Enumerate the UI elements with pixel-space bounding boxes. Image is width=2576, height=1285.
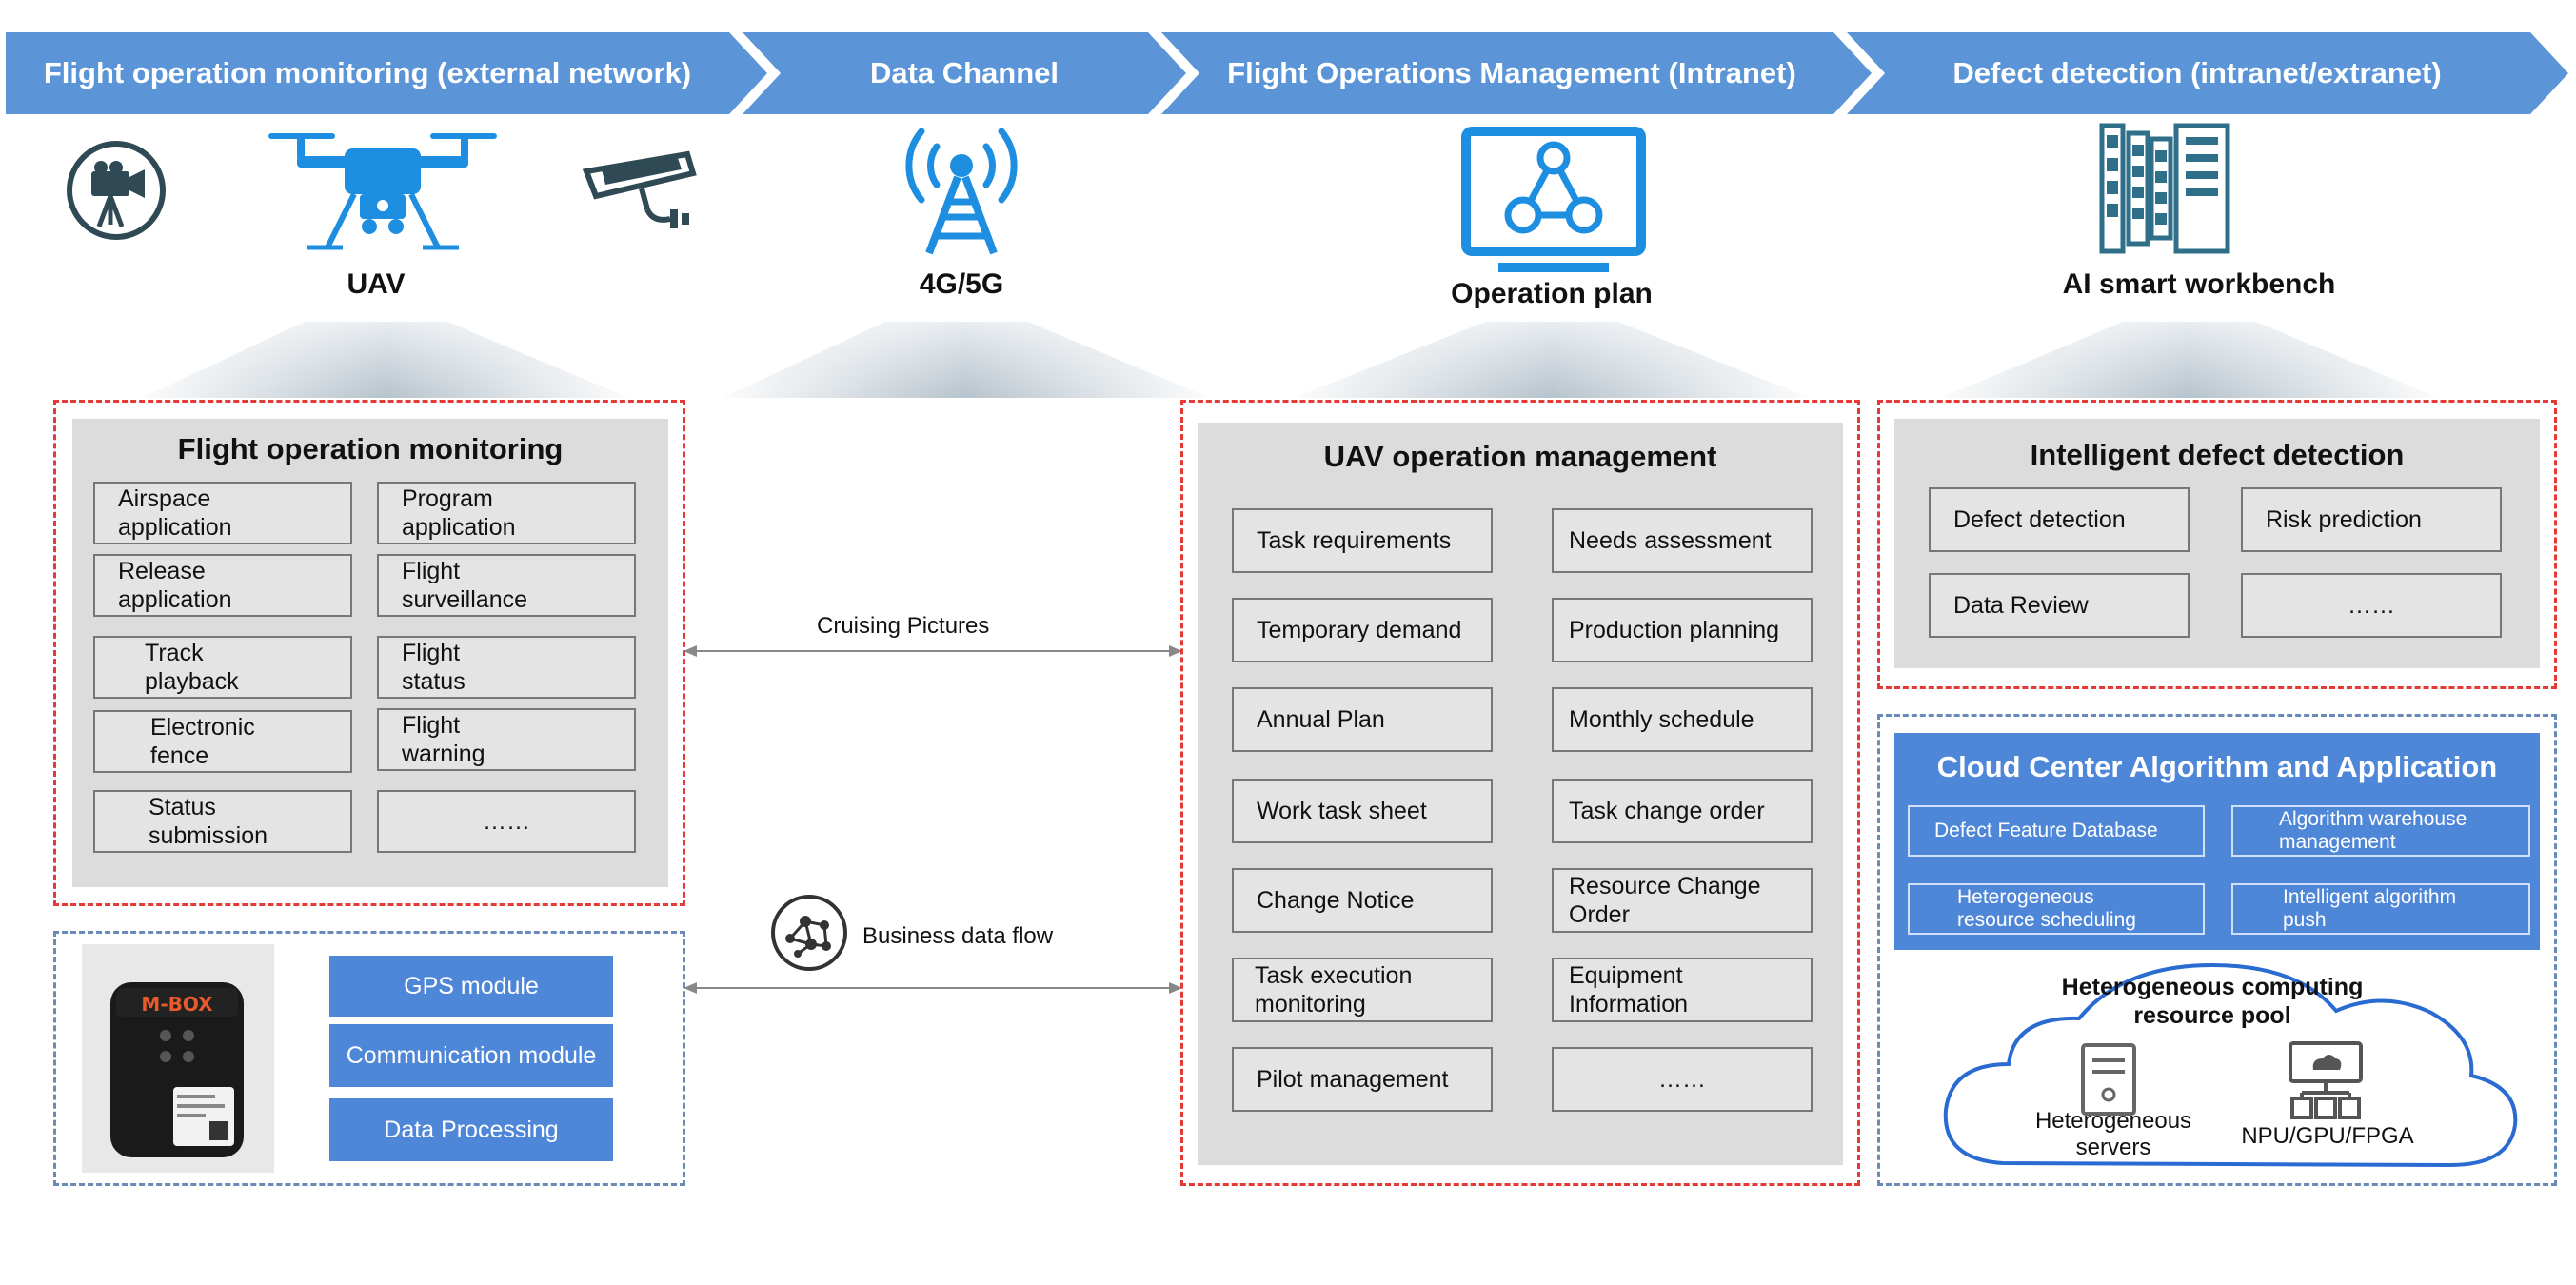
cloud-item-defect-feature-database[interactable]: Defect Feature Database (1908, 805, 2205, 857)
security-camera-icon (582, 150, 706, 235)
servers-label: Heterogeneous servers (2034, 1108, 2192, 1160)
banner-monitoring: Flight operation monitoring (external ne… (6, 32, 767, 114)
defect-item-risk-prediction[interactable]: Risk prediction (2241, 487, 2502, 552)
monitoring-item-electronic-fence[interactable]: Electronic fence (93, 710, 352, 773)
management-item-task-execution-monitoring[interactable]: Task execution monitoring (1232, 958, 1493, 1022)
defect-item-data-review[interactable]: Data Review (1929, 573, 2190, 638)
management-item-more[interactable]: …… (1552, 1047, 1813, 1112)
cloud-item-resource-scheduling[interactable]: Heterogeneous resource scheduling (1908, 883, 2205, 935)
cruising-pictures-arrow (684, 645, 1182, 657)
business-data-flow-label: Business data flow (862, 923, 1054, 949)
management-item-change-notice[interactable]: Change Notice (1232, 868, 1493, 933)
gps-module[interactable]: GPS module (329, 956, 613, 1017)
management-item-temporary-demand[interactable]: Temporary demand (1232, 598, 1493, 662)
monitoring-container (53, 400, 685, 906)
monitoring-item-more[interactable]: …… (377, 790, 636, 853)
cloud-item-algorithm-push[interactable]: Intelligent algorithm push (2231, 883, 2530, 935)
plan-caption: Operation plan (1451, 278, 1653, 309)
monitoring-item-program[interactable]: Program application (377, 482, 636, 544)
banner-data-channel-label: Data Channel (869, 56, 1060, 89)
business-data-flow-arrow (684, 982, 1182, 994)
monitor-network-icon (1460, 126, 1647, 285)
monitoring-item-airspace[interactable]: Airspace application (93, 482, 352, 544)
monitoring-title: Flight operation monitoring (177, 432, 564, 465)
management-item-annual-plan[interactable]: Annual Plan (1232, 687, 1493, 752)
cloud-center-panel: Cloud Center Algorithm and Application (1894, 733, 2540, 950)
network-nodes-icon (769, 893, 849, 978)
banner-defect-detection-label: Defect detection (intranet/extranet) (1952, 56, 2442, 89)
device-brand-text: M-BOX (141, 993, 213, 1016)
management-item-task-requirements[interactable]: Task requirements (1232, 508, 1493, 573)
defect-container (1877, 400, 2557, 689)
defect-item-more[interactable]: …… (2241, 573, 2502, 638)
drone-icon (268, 128, 497, 258)
banner-data-channel: Data Channel (743, 32, 1186, 114)
resource-pool-title: Heterogeneous computing resource pool (2061, 974, 2364, 1029)
chip-cluster-icon (2285, 1039, 2367, 1126)
banner-operations-management-label: Flight Operations Management (Intranet) (1227, 56, 1796, 89)
video-camera-icon (65, 139, 168, 247)
device-photo: M-BOX (82, 944, 274, 1173)
banner-monitoring-label: Flight operation monitoring (external ne… (43, 56, 692, 89)
defect-title: Intelligent defect detection (2030, 438, 2405, 471)
management-item-monthly-schedule[interactable]: Monthly schedule (1552, 687, 1813, 752)
management-item-pilot-management[interactable]: Pilot management (1232, 1047, 1493, 1112)
management-item-task-change-order[interactable]: Task change order (1552, 779, 1813, 843)
signal-tower-icon (901, 122, 1022, 260)
management-item-needs-assessment[interactable]: Needs assessment (1552, 508, 1813, 573)
server-icon (2079, 1041, 2138, 1122)
uav-caption: UAV (347, 268, 406, 300)
monitoring-item-flight-status[interactable]: Flight status (377, 636, 636, 699)
cloud-center-title: Cloud Center Algorithm and Application (1936, 750, 2498, 783)
defect-item-detection[interactable]: Defect detection (1929, 487, 2190, 552)
beam-decoration (143, 322, 2437, 398)
cruising-pictures-label: Cruising Pictures (817, 613, 990, 639)
management-item-resource-change-order[interactable]: Resource Change Order (1552, 868, 1813, 933)
channel-caption: 4G/5G (919, 268, 1004, 300)
banner-defect-detection: Defect detection (intranet/extranet) (1847, 32, 2568, 114)
monitoring-item-surveillance[interactable]: Flight surveillance (377, 554, 636, 617)
cloud-item-algorithm-warehouse[interactable]: Algorithm warehouse management (2231, 805, 2530, 857)
chips-label: NPU/GPU/FPGA (2241, 1123, 2414, 1149)
monitoring-item-status-submission[interactable]: Status submission (93, 790, 352, 853)
banner-operations-management: Flight Operations Management (Intranet) (1161, 32, 1872, 114)
management-item-equipment-information[interactable]: Equipment Information (1552, 958, 1813, 1022)
management-container (1180, 400, 1860, 1186)
management-item-work-task-sheet[interactable]: Work task sheet (1232, 779, 1493, 843)
monitoring-item-track-playback[interactable]: Track playback (93, 636, 352, 699)
server-rack-icon (2098, 120, 2231, 262)
cloud-outline (1943, 962, 2518, 1168)
data-processing-module[interactable]: Data Processing (329, 1098, 613, 1161)
monitoring-item-flight-warning[interactable]: Flight warning (377, 708, 636, 771)
cloud-container (1877, 714, 2557, 1186)
management-item-production-planning[interactable]: Production planning (1552, 598, 1813, 662)
monitoring-item-release[interactable]: Release application (93, 554, 352, 617)
device-container (53, 931, 685, 1186)
workbench-caption: AI smart workbench (2062, 268, 2336, 300)
management-title: UAV operation management (1323, 440, 1717, 473)
communication-module[interactable]: Communication module (329, 1024, 613, 1087)
